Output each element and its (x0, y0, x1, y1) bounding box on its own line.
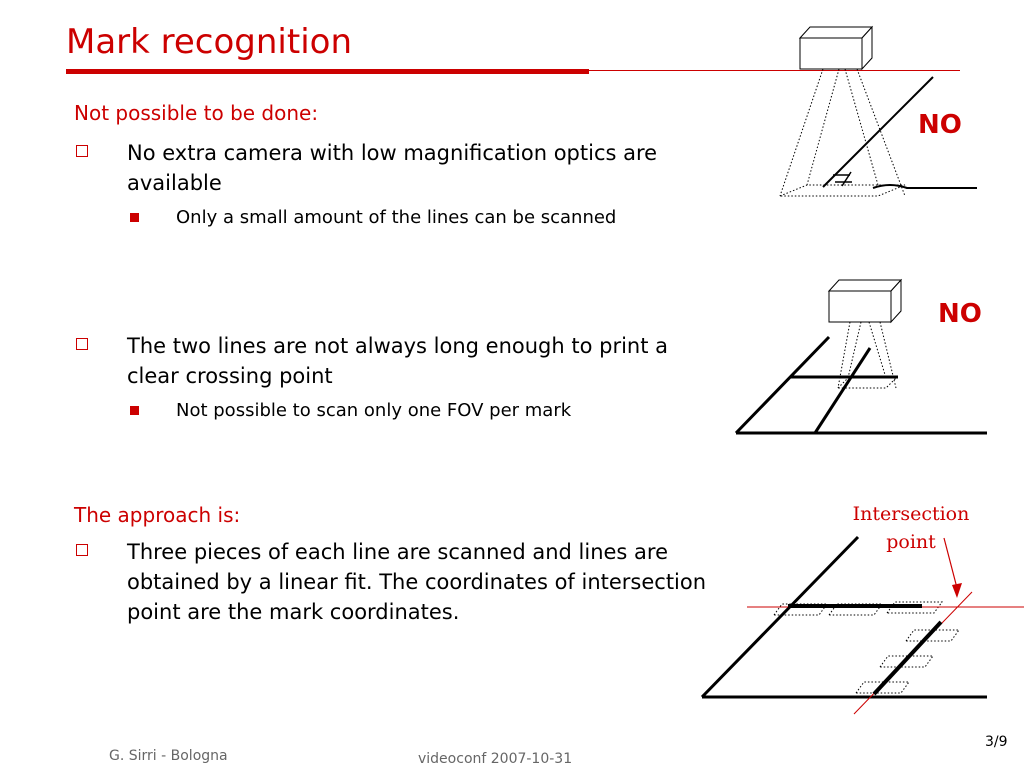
callout-arrow-icon (943, 537, 962, 598)
mark-crossing-icon (833, 171, 852, 187)
sub-bullet-text: Not possible to scan only one FOV per ma… (176, 400, 572, 421)
sub-bullet-text: Only a small amount of the lines can be … (176, 207, 617, 228)
scanned-segment-diagonal (872, 620, 943, 696)
long-diagonal-line (734, 335, 831, 435)
filled-square-bullet-icon (130, 213, 139, 222)
no-label-2: NO (938, 299, 982, 329)
section-heading-approach: The approach is: (74, 503, 241, 527)
camera-box-icon (798, 25, 874, 71)
footer-page-number: 3/9 (985, 734, 1008, 750)
filled-square-bullet-icon (130, 406, 139, 415)
diagram-camera-middle (734, 278, 987, 435)
bullet-text: The two lines are not always long enough… (127, 334, 669, 388)
fov-cone (779, 68, 906, 197)
hollow-square-bullet-icon (76, 338, 88, 350)
title-rule (589, 70, 960, 71)
title-underline (66, 69, 589, 74)
short-diagonal-line (813, 347, 872, 434)
section-heading-not-possible: Not possible to be done: (74, 101, 319, 125)
diagonal-line (700, 535, 860, 699)
camera-box-icon (827, 278, 903, 324)
footer-author: G. Sirri - Bologna (109, 748, 228, 764)
diagram-intersection-fit (700, 535, 1024, 715)
no-label-1: NO (918, 110, 962, 140)
bullet-text: Three pieces of each line are scanned an… (127, 540, 707, 624)
footer-event: videoconf 2007-10-31 (418, 751, 573, 767)
hollow-square-bullet-icon (76, 145, 88, 157)
scan-fov-rectangles (773, 601, 960, 694)
slide-title: Mark recognition (66, 22, 352, 62)
diagonal-line (822, 76, 934, 188)
diagram-camera-top (779, 25, 977, 197)
hollow-square-bullet-icon (76, 544, 88, 556)
horizontal-line (872, 184, 977, 189)
bullet-text: No extra camera with low magnification o… (127, 141, 658, 195)
intersection-point-callout: Intersection point (852, 503, 970, 553)
